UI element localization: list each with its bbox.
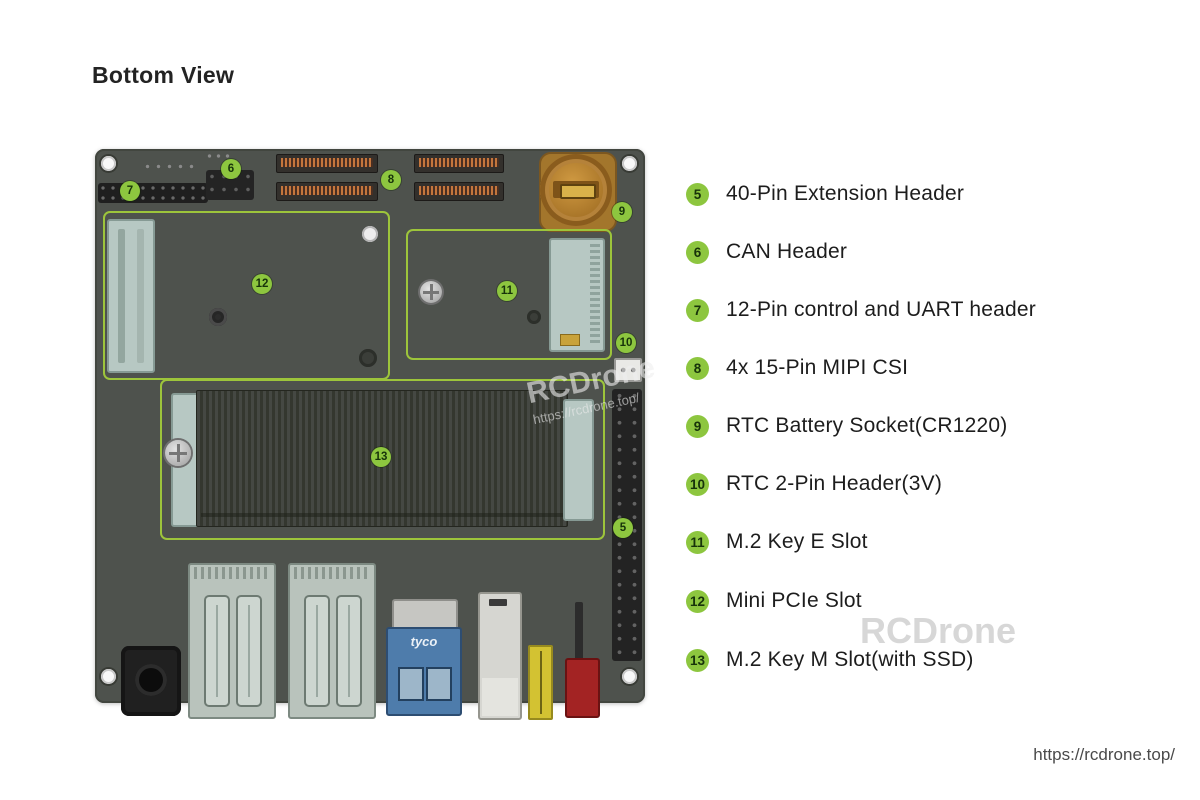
legend-item: 12 Mini PCIe Slot <box>686 589 862 613</box>
legend-label: Mini PCIe Slot <box>726 589 862 612</box>
legend-badge: 6 <box>686 240 709 264</box>
legend-item: 11 M.2 Key E Slot <box>686 530 868 554</box>
board-badge-6: 6 <box>221 159 241 179</box>
screw-icon <box>420 281 442 303</box>
smd-pads <box>205 152 231 160</box>
mini-pcie-connector <box>107 219 155 373</box>
antenna-pin <box>575 602 583 660</box>
mounting-hole <box>101 669 116 684</box>
legend-label: 12-Pin control and UART header <box>726 298 1036 321</box>
standoff-hole <box>359 349 377 367</box>
board-badge-5: 5 <box>613 518 633 538</box>
rtc-battery-clip <box>560 184 596 199</box>
legend-item: 8 4x 15-Pin MIPI CSI <box>686 356 908 380</box>
mounting-hole <box>362 226 378 242</box>
mipi-csi-connector <box>276 154 378 173</box>
board-badge-10: 10 <box>616 333 636 353</box>
usb-stack <box>288 563 376 719</box>
usb-port <box>304 595 330 707</box>
legend-badge: 5 <box>686 182 709 206</box>
legend-label: RTC Battery Socket(CR1220) <box>726 414 1008 437</box>
gold-pad <box>560 334 580 346</box>
legend-item: 13 M.2 Key M Slot(with SSD) <box>686 648 974 672</box>
mipi-csi-connector <box>414 154 504 173</box>
yellow-component <box>528 645 553 720</box>
legend-label: 4x 15-Pin MIPI CSI <box>726 356 909 379</box>
legend-item: 9 RTC Battery Socket(CR1220) <box>686 414 1007 438</box>
legend-badge: 8 <box>686 356 709 380</box>
m2-key-e-region <box>406 229 612 360</box>
mounting-hole <box>622 156 637 171</box>
control-uart-header <box>98 183 208 203</box>
board-badge-12: 12 <box>252 274 272 294</box>
usb-port <box>236 595 262 707</box>
board-badge-9: 9 <box>612 202 632 222</box>
barrel-jack <box>121 646 181 716</box>
rtc-2pin-header <box>614 358 642 382</box>
legend-badge: 9 <box>686 414 709 438</box>
usb-port <box>336 595 362 707</box>
mipi-csi-connector <box>414 182 504 201</box>
legend-label: 40-Pin Extension Header <box>726 182 965 205</box>
usb-port-single <box>478 592 522 720</box>
screw-icon <box>165 440 191 466</box>
ethernet-brand-label: tyco <box>410 634 438 649</box>
mounting-hole <box>622 669 637 684</box>
ethernet-pad <box>426 667 452 701</box>
usb-stack <box>188 563 276 719</box>
legend-badge: 11 <box>686 530 709 554</box>
board-badge-11: 11 <box>497 281 517 301</box>
board-badge-7: 7 <box>120 181 140 201</box>
ethernet-port: tyco <box>386 627 462 716</box>
legend-item: 10 RTC 2-Pin Header(3V) <box>686 472 942 496</box>
standoff-hole <box>527 310 541 324</box>
smd-pads <box>142 162 198 171</box>
legend-badge: 7 <box>686 298 709 322</box>
footer-url: https://rcdrone.top/ <box>1033 745 1175 764</box>
legend-label: RTC 2-Pin Header(3V) <box>726 472 943 495</box>
legend-item: 6 CAN Header <box>686 240 847 264</box>
legend-badge: 10 <box>686 472 709 496</box>
legend-badge: 12 <box>686 589 709 613</box>
legend: 5 40-Pin Extension Header 6 CAN Header 7… <box>686 0 1186 800</box>
ssd-bracket <box>563 399 594 521</box>
ethernet-pad <box>398 667 424 701</box>
legend-item: 7 12-Pin control and UART header <box>686 298 1036 322</box>
board-badge-13: 13 <box>371 447 391 467</box>
legend-item: 5 40-Pin Extension Header <box>686 182 964 206</box>
m2-key-m-region <box>160 379 605 540</box>
mipi-csi-connector <box>276 182 378 201</box>
board-badge-8: 8 <box>381 170 401 190</box>
m2-key-e-connector <box>549 238 605 352</box>
legend-label: M.2 Key E Slot <box>726 530 868 553</box>
usb-port <box>204 595 230 707</box>
legend-label: M.2 Key M Slot(with SSD) <box>726 648 974 671</box>
standoff-hole <box>209 308 227 326</box>
legend-badge: 13 <box>686 648 709 672</box>
legend-label: CAN Header <box>726 240 848 263</box>
watermark-text: RCDrone <box>860 610 1017 651</box>
red-component <box>565 658 600 718</box>
mounting-hole <box>101 156 116 171</box>
page-title: Bottom View <box>92 62 235 88</box>
